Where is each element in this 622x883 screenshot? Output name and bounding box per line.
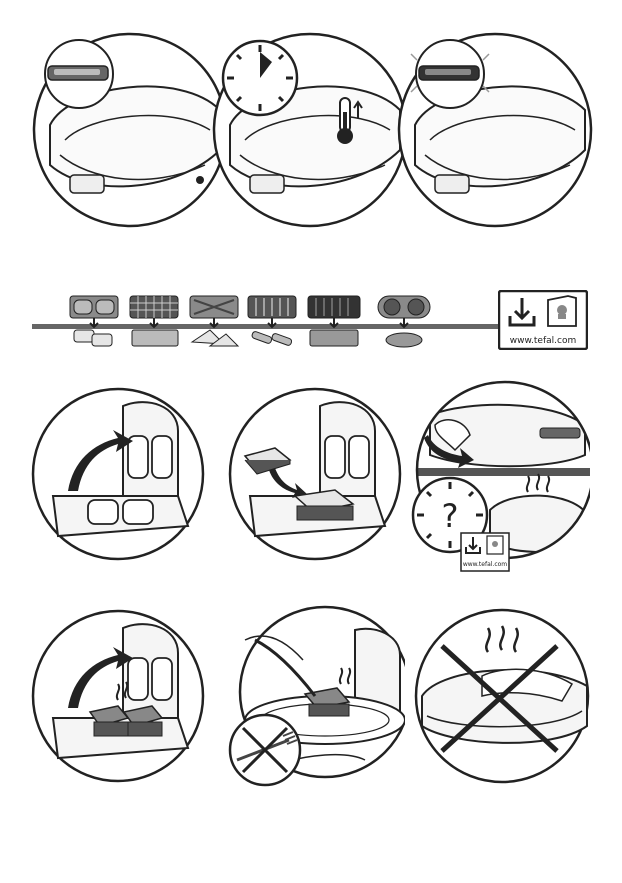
website-url: www.tefal.com	[510, 336, 576, 346]
triangle-plate-icon	[190, 296, 238, 346]
step-open-appliance	[28, 386, 208, 561]
dark-grill-plate-icon	[308, 296, 360, 346]
recipe-book-icon	[548, 296, 576, 326]
indicator-light-off-inset	[36, 38, 122, 110]
thermometer-icon	[334, 96, 366, 146]
step-close-and-wait: ? www.tefal.com	[410, 380, 590, 575]
pancake-plate-icon	[378, 296, 430, 347]
timeline-band	[32, 324, 502, 329]
website-reference-small: www.tefal.com	[460, 532, 510, 572]
plate-types-strip	[32, 292, 502, 358]
question-mark: ?	[442, 497, 459, 535]
no-metal-utensils-inset	[227, 712, 303, 788]
clock-icon	[220, 38, 300, 118]
step-insert-sandwich	[225, 386, 405, 561]
step-2-heating	[210, 30, 410, 230]
indicator-light-on-inset	[407, 38, 493, 110]
sandwich-plate-icon	[70, 296, 118, 346]
website-url-small: www.tefal.com	[463, 561, 507, 568]
warning-hot-surface	[412, 606, 592, 786]
waffle-plate-icon	[130, 296, 178, 346]
step-remove-with-utensil	[225, 600, 405, 790]
step-open-cooked	[28, 608, 208, 783]
website-reference-box: www.tefal.com	[498, 290, 588, 350]
grill-plate-icon	[248, 296, 296, 346]
step-1-indicator-off	[30, 30, 230, 230]
step-3-indicator-on	[395, 30, 595, 230]
recipe-book-icon	[487, 536, 503, 554]
